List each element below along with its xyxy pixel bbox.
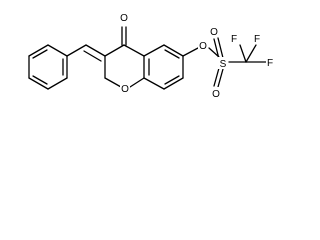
sulfonyl-oxygen-bottom-label: O [212,89,220,100]
sulfonyl-oxygen-top-label: O [210,27,218,38]
fluorine-left-label: F [231,34,237,45]
ether-oxygen-label: O [199,41,207,52]
sulfur-label: S [220,59,227,70]
bond-lines [28,26,267,90]
carbonyl-oxygen-label: O [120,13,128,24]
atom-labels: O O O S O O F F F [119,11,275,100]
fluorine-right-label: F [267,58,273,69]
chemical-structure: O O O S O O F F F [28,11,275,100]
fluorine-top-label: F [254,34,260,45]
ring-oxygen-label: O [121,84,129,95]
